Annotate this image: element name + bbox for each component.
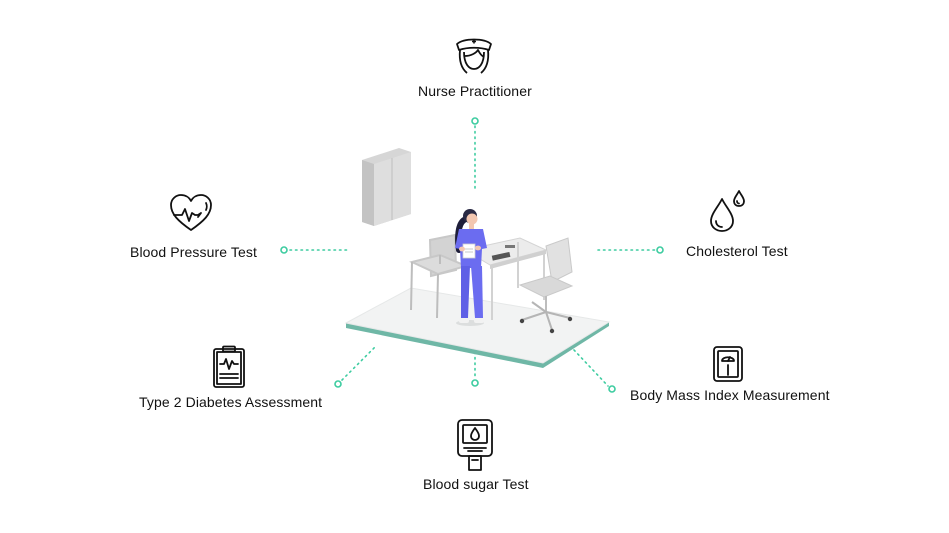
nurse-figure [455,209,487,326]
connector-dot-diabetes [334,380,342,388]
connectors [289,125,656,387]
connector-dots [280,117,664,393]
left-chair [409,233,469,319]
connector-dot-cholesterol [656,246,664,254]
clipboard-ecg-icon [211,345,247,389]
connector-dot-blood-pressure [280,246,288,254]
type-2-diabetes-label: Type 2 Diabetes Assessment [139,394,323,410]
office-chair [518,237,574,334]
connector-diabetes [341,345,377,381]
nurse-practitioner-label: Nurse Practitioner [418,83,532,99]
connector-dot-nurse [471,117,479,125]
cholesterol-test-label: Cholesterol Test [686,243,788,259]
connector-dot-blood-sugar [471,379,479,387]
droplets-icon [708,189,748,233]
clinic-scene [344,148,611,368]
blood-pressure-test-label: Blood Pressure Test [130,244,257,260]
heart-pulse-icon [168,193,214,233]
bmi-measurement-label: Body Mass Index Measurement [630,387,830,403]
connector-bmi [573,349,609,387]
scale-icon [712,345,744,383]
nurse-icon [454,36,494,76]
desk [463,237,548,320]
wall-cabinet [362,148,411,226]
connector-dot-bmi [608,385,616,393]
blood-sugar-test-label: Blood sugar Test [423,476,529,492]
glucometer-icon [456,418,494,472]
